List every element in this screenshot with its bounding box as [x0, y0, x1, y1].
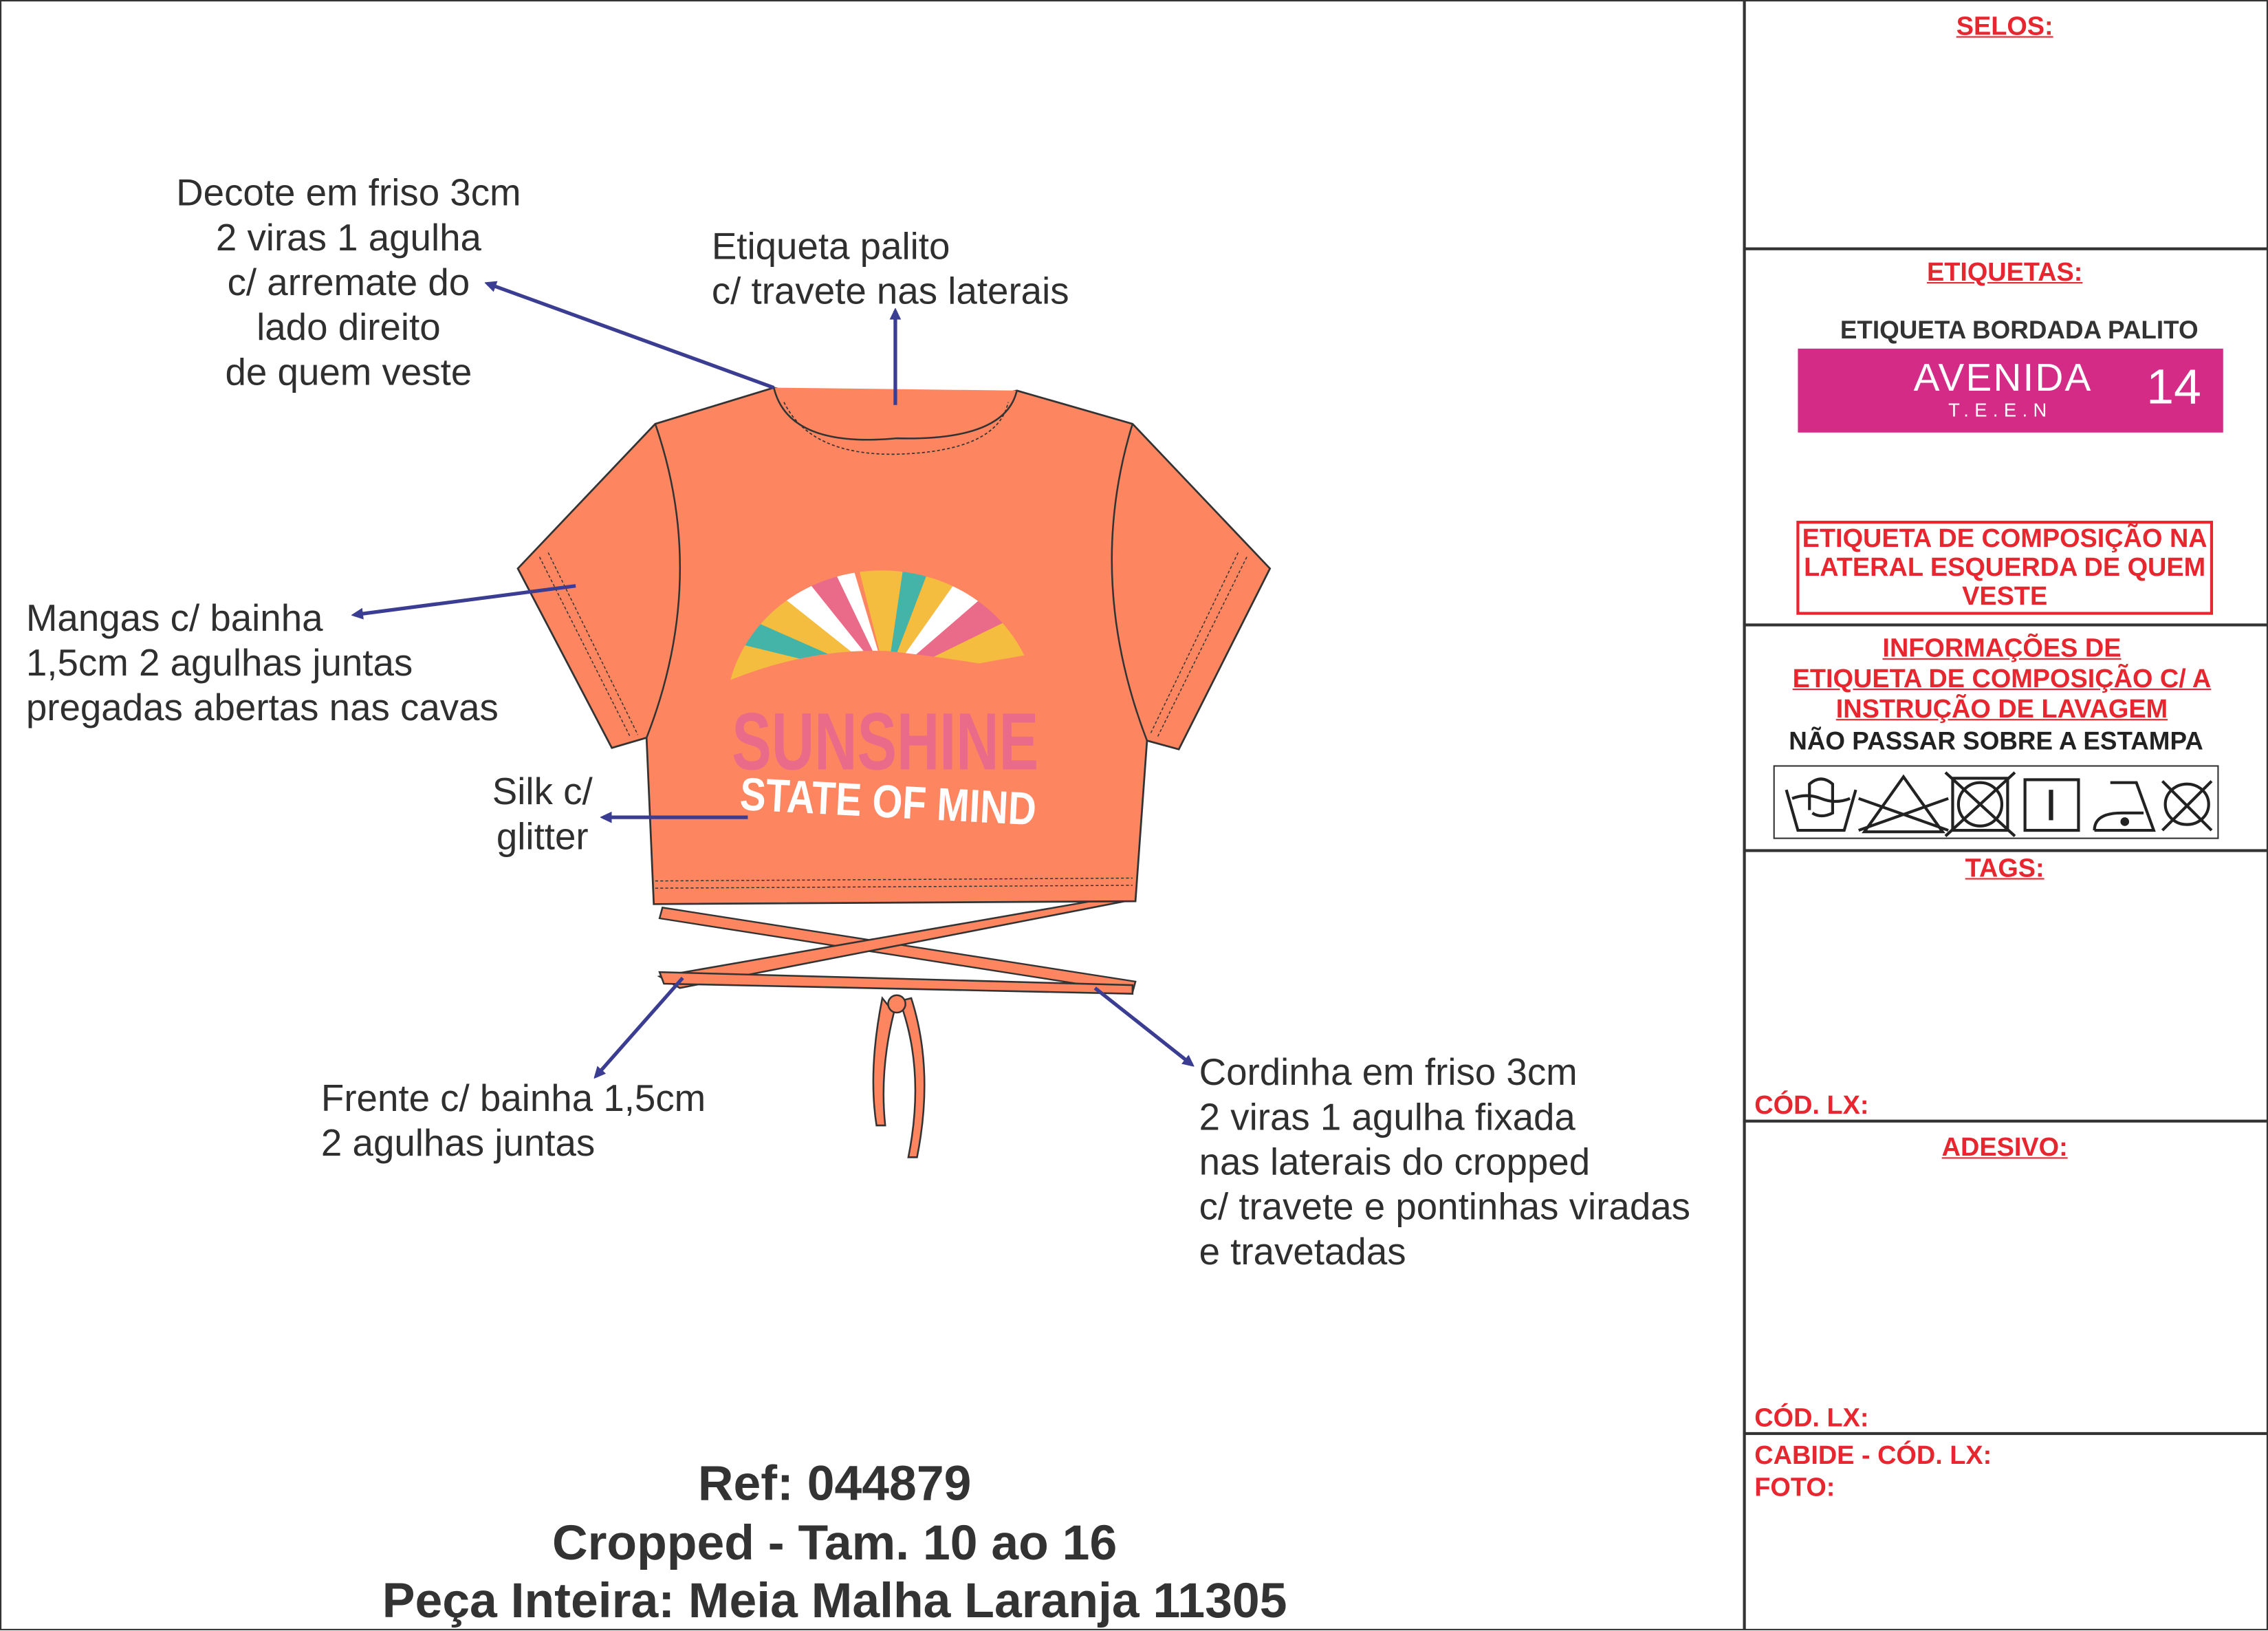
no-dry-clean-icon: [2161, 780, 2213, 832]
brand-sub: T.E.E.N: [1948, 399, 2053, 421]
note-line: 2 viras 1 agulha fixada: [1199, 1094, 1575, 1138]
section-divider: [1743, 849, 2268, 852]
note-line: ETIQUETA DE COMPOSIÇÃO C/ A: [1792, 664, 2212, 693]
iron-low-icon: [2093, 781, 2156, 832]
note-line: Frente c/ bainha 1,5cm: [320, 1076, 706, 1120]
wash-care-symbols: [1773, 765, 2219, 839]
note-line: Etiqueta palito: [711, 224, 950, 268]
section-divider: [1743, 1432, 2268, 1436]
section-divider: [1743, 1119, 2268, 1123]
brand-number: 14: [2146, 360, 2201, 415]
print-text-sunshine: SUNSHINE: [732, 696, 1038, 787]
selos-heading: SELOS:: [1956, 11, 2053, 41]
arrow-frente: [596, 976, 684, 1077]
garment-sketch: SUNSHINE STATE OF MIND: [0, 0, 1272, 1158]
section-divider: [1743, 623, 2268, 627]
note-cordinha: Cordinha em friso 3cm 2 viras 1 agulha f…: [1199, 1050, 1690, 1275]
note-line: c/ arremate do: [227, 260, 470, 304]
foto-label: FOTO:: [1754, 1472, 1835, 1502]
note-line: Cordinha em friso 3cm: [1199, 1050, 1578, 1094]
note-line: lado direito: [257, 305, 441, 349]
note-line: e travetadas: [1199, 1229, 1406, 1273]
note-line: 2 agulhas juntas: [320, 1121, 596, 1165]
tags-heading: TAGS:: [1965, 853, 2045, 883]
etiquetas-heading: ETIQUETAS:: [1926, 257, 2083, 287]
note-line: pregadas abertas nas cavas: [25, 685, 499, 729]
note-line: glitter: [496, 814, 589, 858]
panel-divider: [1743, 0, 1746, 1630]
note-mangas: Mangas c/ bainha 1,5cm 2 agulhas juntas …: [26, 596, 499, 731]
note-line: INSTRUÇÃO DE LAVAGEM: [1835, 694, 2168, 724]
note-line: 2 viras 1 agulha: [215, 215, 481, 259]
note-line: Silk c/: [492, 769, 593, 813]
no-tumble-dry-icon: [1944, 771, 2016, 838]
note-line: c/ travete e pontinhas viradas: [1199, 1185, 1691, 1229]
ref-number: Ref: 044879: [697, 1456, 972, 1512]
adesivo-heading: ADESIVO:: [1941, 1132, 2068, 1162]
hand-wash-icon: [1785, 777, 1857, 832]
note-decote: Decote em friso 3cm 2 viras 1 agulha c/ …: [176, 171, 521, 395]
info-heading: INFORMAÇÕES DE ETIQUETA DE COMPOSIÇÃO C/…: [1793, 634, 2212, 724]
tie-cord: [657, 898, 1137, 1158]
arrow-cordinha: [1093, 986, 1192, 1064]
warning-text: NÃO PASSAR SOBRE A ESTAMPA: [1789, 726, 2203, 755]
cod-lx-adesivo: CÓD. LX:: [1754, 1403, 1869, 1432]
note-etiqueta: Etiqueta palito c/ travete nas laterais: [712, 224, 1069, 314]
section-divider: [1743, 247, 2268, 250]
note-line: VESTE: [1962, 581, 2048, 611]
arrow-mangas: [354, 584, 576, 615]
brand-name: AVENIDA: [1913, 356, 2093, 400]
note-silk: Silk c/ glitter: [492, 770, 593, 859]
note-line: nas laterais do cropped: [1199, 1140, 1591, 1184]
product-title: Ref: 044879 Cropped - Tam. 10 ao 16 Peça…: [382, 1456, 1287, 1631]
note-frente: Frente c/ bainha 1,5cm 2 agulhas juntas: [321, 1077, 706, 1166]
cod-lx-tags: CÓD. LX:: [1754, 1090, 1869, 1120]
brand-label: AVENIDA T.E.E.N 14: [1798, 348, 2223, 433]
no-bleach-icon: [1858, 774, 1949, 834]
note-line: Decote em friso 3cm: [176, 171, 521, 215]
note-line: Mangas c/ bainha: [25, 596, 323, 640]
fabric: Peça Inteira: Meia Malha Laranja 11305: [382, 1573, 1287, 1629]
composition-label-note: ETIQUETA DE COMPOSIÇÃO NA LATERAL ESQUER…: [1796, 521, 2214, 615]
note-line: de quem veste: [225, 349, 472, 393]
arrow-decote: [488, 283, 775, 390]
note-line: c/ travete nas laterais: [711, 269, 1069, 313]
etiqueta-type: ETIQUETA BORDADA PALITO: [1840, 315, 2199, 345]
line-dry-icon: [2023, 778, 2080, 832]
model-size: Cropped - Tam. 10 ao 16: [552, 1515, 1117, 1570]
note-line: INFORMAÇÕES DE: [1882, 634, 2122, 663]
note-line: ETIQUETA DE COMPOSIÇÃO NA: [1802, 523, 2207, 553]
note-line: LATERAL ESQUERDA DE QUEM: [1804, 552, 2206, 582]
note-line: 1,5cm 2 agulhas juntas: [25, 640, 413, 684]
cabide-cod-lx: CABIDE - CÓD. LX:: [1754, 1440, 1992, 1470]
